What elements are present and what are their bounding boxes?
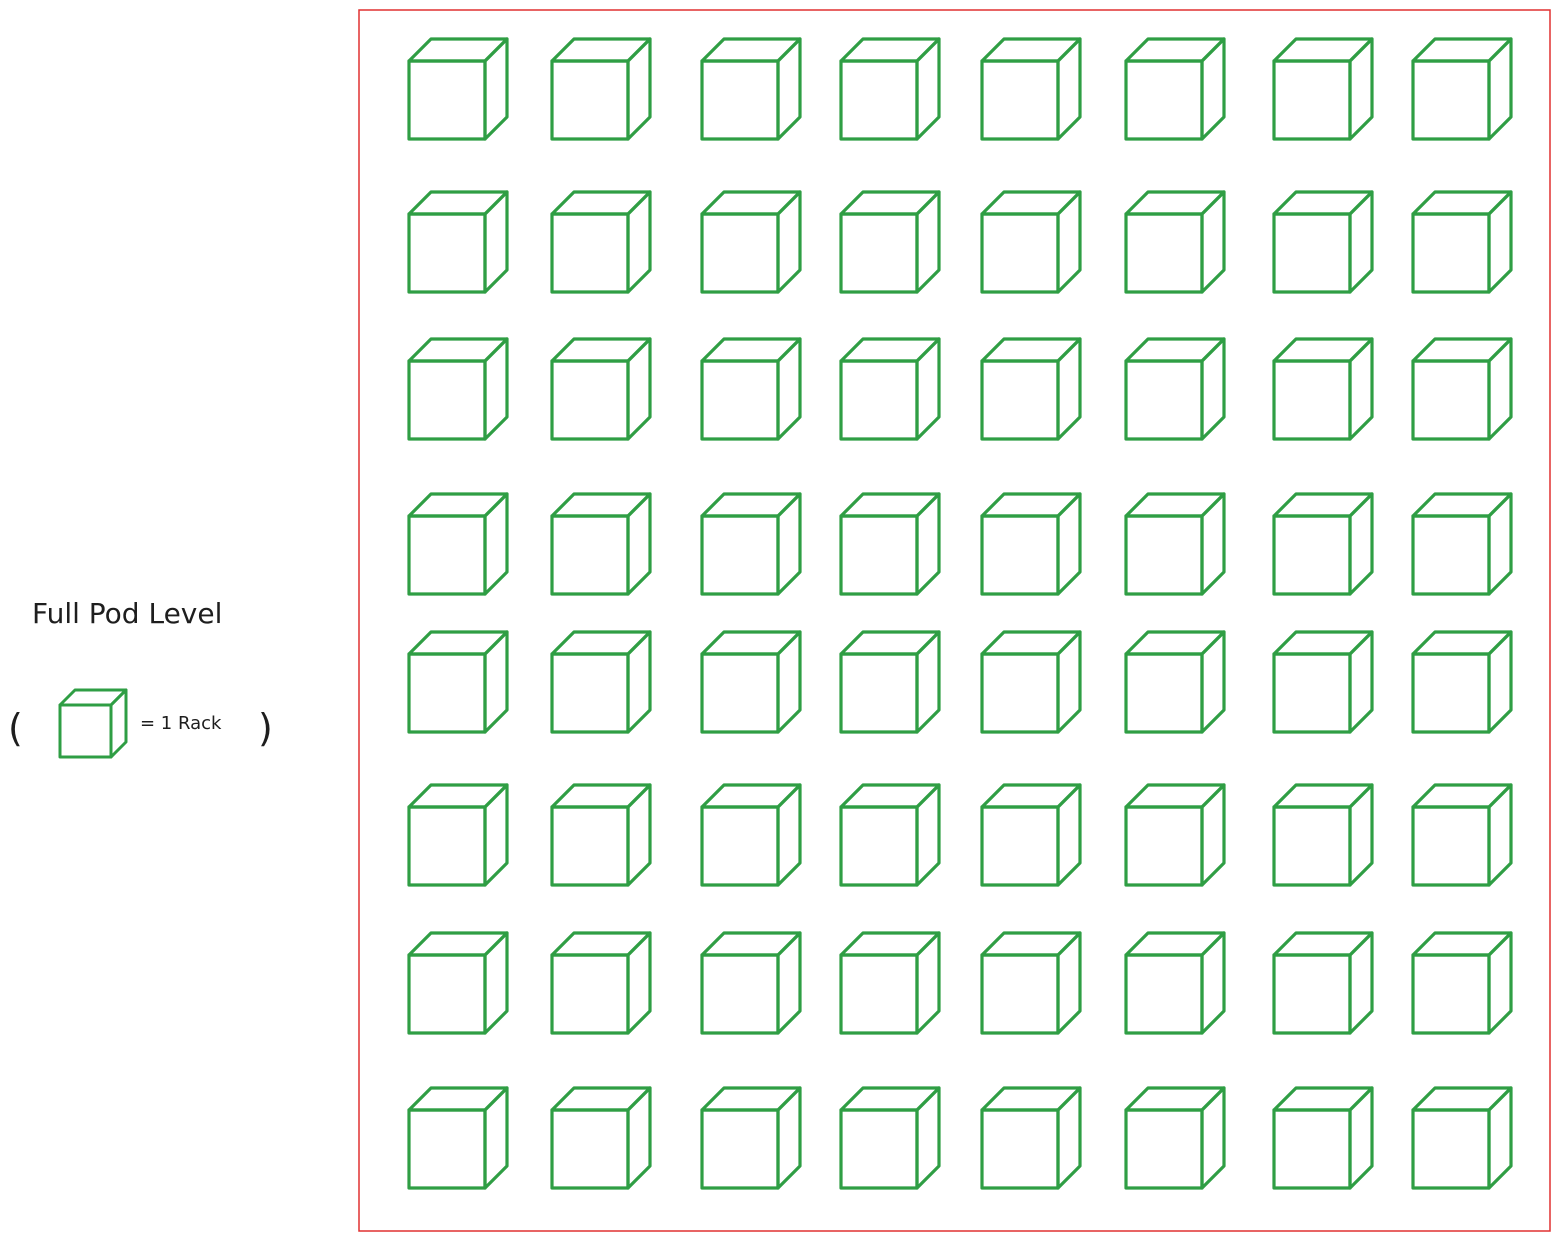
rack-cube-icon [1272,492,1374,596]
rack-cube-icon [980,630,1082,734]
rack-cube-icon [1272,630,1374,734]
rack-cube-icon [839,1086,941,1190]
rack-cube-icon [980,783,1082,887]
legend-panel: Full Pod Level ( = 1 Rack ) [8,597,273,759]
rack-cube-icon [700,931,802,1035]
rack-cube-icon [1411,492,1513,596]
rack-cube-icon [1272,1086,1374,1190]
rack-cube-icon [1124,783,1226,887]
rack-cube-icon [980,1086,1082,1190]
rack-cube-icon [550,337,652,441]
rack-cube-icon [1411,190,1513,294]
rack-cube-icon [1272,783,1374,887]
rack-cube-icon [700,190,802,294]
rack-cube-icon [407,37,509,141]
rack-cube-icon [550,37,652,141]
rack-cube-icon [1124,337,1226,441]
rack-cube-icon [550,630,652,734]
legend-open-paren: ( [8,706,23,750]
diagram-title: Full Pod Level [32,597,222,630]
legend-text: = 1 Rack [140,713,222,734]
rack-cube-icon [407,931,509,1035]
rack-cube-icon [550,1086,652,1190]
rack-cube-icon [700,492,802,596]
rack-cube-icon [407,337,509,441]
rack-cube-icon [700,783,802,887]
rack-cube-icon [407,783,509,887]
rack-cube-icon [407,630,509,734]
rack-cube-icon [700,337,802,441]
rack-cube-icon [980,37,1082,141]
rack-cube-icon [839,337,941,441]
rack-cube-icon [980,492,1082,596]
rack-cube-icon [1124,1086,1226,1190]
rack-cube-icon [980,337,1082,441]
rack-cube-icon [1272,931,1374,1035]
rack-cube-icon [1124,37,1226,141]
rack-cube-icon [839,492,941,596]
rack-cube-icon [1124,492,1226,596]
rack-cube-icon [1272,37,1374,141]
rack-cube-icon [1272,337,1374,441]
rack-cube-icon [1411,630,1513,734]
rack-cube-icon [1411,1086,1513,1190]
rack-cube-icon [1124,931,1226,1035]
rack-cube-icon [1272,190,1374,294]
rack-cube-icon [980,190,1082,294]
rack-cube-icon [550,931,652,1035]
rack-cube-icon [839,630,941,734]
rack-cube-icon [700,1086,802,1190]
rack-cube-icon [550,492,652,596]
rack-cube-icon [839,37,941,141]
rack-cube-icon [839,190,941,294]
rack-cube-icon [1411,783,1513,887]
rack-cube-icon [700,37,802,141]
rack-cube-icon [550,190,652,294]
rack-cube-icon [58,688,128,759]
rack-cube-icon [1124,190,1226,294]
rack-cube-icon [407,190,509,294]
rack-cube-icon [839,783,941,887]
rack-cube-icon [700,630,802,734]
pod-boundary [358,9,1551,1232]
rack-cube-icon [1411,931,1513,1035]
legend-close-paren: ) [258,706,273,750]
rack-cube-icon [1124,630,1226,734]
rack-cube-icon [407,1086,509,1190]
rack-cube-icon [839,931,941,1035]
rack-cube-icon [407,492,509,596]
rack-grid [407,37,1513,1190]
rack-cube-icon [980,931,1082,1035]
rack-cube-icon [550,783,652,887]
rack-cube-icon [1411,337,1513,441]
rack-cube-icon [1411,37,1513,141]
